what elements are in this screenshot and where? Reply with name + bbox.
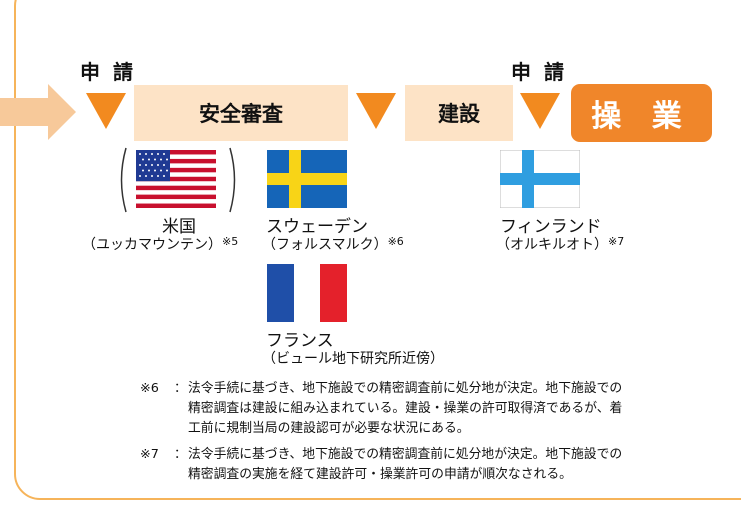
usa-flag-icon	[136, 150, 216, 208]
application-label-1: 申 請	[80, 60, 136, 84]
sweden-site: （フォルスマルク）※6	[262, 235, 404, 253]
bracket-icon	[120, 147, 236, 213]
france-name: フランス	[266, 331, 334, 351]
note-6-mark: ※6	[140, 381, 159, 396]
france-site: （ビュール地下研究所近傍）	[262, 351, 444, 367]
operation-box: 操 業	[571, 84, 712, 142]
note-6-line-3: 工前に規制当局の建設認可が必要な状況にある。	[188, 421, 470, 436]
rounded-frame	[14, 0, 741, 500]
usa-name: 米国	[162, 217, 196, 237]
safety-review-band	[134, 85, 348, 141]
note-7: ※7 ：法令手続に基づき、地下施設での精密調査前に処分地が決定。地下施設での 精密…	[140, 445, 622, 485]
application-label-2: 申 請	[511, 60, 567, 84]
finland-name: フィンランド	[500, 217, 602, 237]
sweden-name: スウェーデン	[266, 217, 368, 237]
note-6-line-1: 法令手続に基づき、地下施設での精密調査前に処分地が決定。地下施設での	[188, 381, 623, 396]
note-7-mark: ※7	[140, 447, 159, 462]
incoming-arrow-icon	[0, 84, 76, 140]
note-6-line-2: 精密調査は建設に組み込まれている。建設・操業の許可取得済であるが、着	[188, 401, 623, 416]
construction-band	[405, 85, 513, 141]
note-7-line-1: 法令手続に基づき、地下施設での精密調査前に処分地が決定。地下施設での	[188, 447, 623, 462]
usa-site: （ユッカマウンテン）※5	[82, 235, 239, 253]
note-7-line-2: 精密調査の実施を経て建設許可・操業許可の申請が順次なされる。	[188, 467, 572, 482]
finland-flag-icon	[500, 150, 580, 208]
safety-review-label: 安全審査	[199, 102, 283, 126]
sweden-flag-icon	[267, 150, 347, 208]
sweden-note-ref: ※6	[387, 235, 404, 248]
triangle-marker-3-icon	[520, 93, 560, 129]
construction-label: 建設	[438, 102, 480, 126]
triangle-marker-2-icon	[356, 93, 396, 129]
note-6: ※6 ：法令手続に基づき、地下施設での精密調査前に処分地が決定。地下施設での 精密…	[140, 379, 622, 439]
finland-note-ref: ※7	[608, 235, 625, 248]
note-6-separator: ：	[174, 381, 187, 396]
note-7-separator: ：	[174, 447, 187, 462]
finland-site: （オルキルオト）※7	[496, 235, 625, 253]
france-flag-icon	[267, 264, 347, 322]
triangle-marker-1-icon	[86, 93, 126, 129]
usa-note-ref: ※5	[222, 235, 239, 248]
